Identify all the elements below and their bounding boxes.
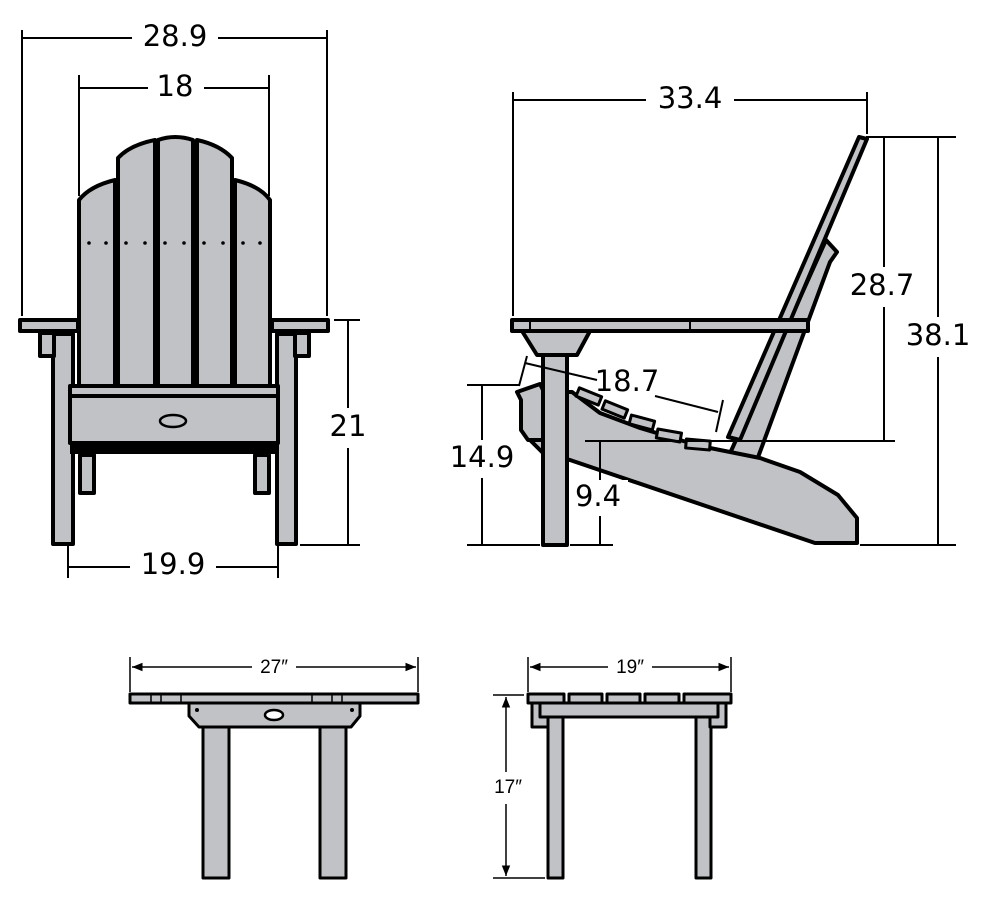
left-arm-bracket — [38, 331, 56, 358]
dimension-back-width: 18 — [78, 69, 270, 196]
dimension-label: 14.9 — [450, 440, 515, 474]
side-runner — [525, 390, 859, 545]
seat-slats — [574, 386, 712, 452]
right-armrest — [270, 318, 330, 333]
table-leg — [694, 715, 713, 880]
dimension-label: 28.7 — [850, 268, 915, 302]
table-side-view: 19″ 17″ — [493, 657, 733, 880]
dimension-label: 27″ — [260, 657, 288, 678]
rear-left-leg — [78, 453, 96, 495]
dimension-seat-width: 19.9 — [67, 546, 279, 584]
back-slat — [116, 138, 157, 388]
dimension-label: 19″ — [616, 657, 644, 678]
table-front-view: 27″ — [128, 657, 420, 880]
front-leg — [541, 350, 569, 547]
dimension-table-width: 27″ — [129, 657, 419, 692]
table-top-seams — [150, 694, 343, 703]
dimension-arm-height: 21 — [300, 319, 372, 546]
table-leg — [201, 725, 231, 880]
handle-hole — [158, 413, 188, 429]
dimension-label: 33.4 — [658, 81, 723, 115]
dimension-label: 18.7 — [595, 364, 660, 398]
dimension-label: 38.1 — [906, 318, 971, 352]
table-leg — [318, 725, 348, 880]
seat-lower-rail — [70, 443, 278, 454]
table-top-slats — [526, 692, 733, 705]
dimension-label: 18 — [157, 69, 194, 103]
dimension-table-depth: 19″ — [527, 657, 732, 692]
dimension-seat-depth: 18.7 — [518, 355, 724, 433]
table-apron — [538, 701, 720, 719]
dimension-label: 17″ — [494, 777, 522, 798]
armrest — [510, 318, 810, 333]
screw-row — [87, 241, 262, 245]
dimension-seat-front-height: 14.9 — [444, 384, 540, 546]
rear-right-leg — [253, 453, 271, 495]
dimension-label: 21 — [330, 409, 367, 443]
back-slat — [77, 178, 117, 388]
right-arm-bracket — [293, 331, 311, 358]
dimension-overall-width: 28.9 — [21, 19, 328, 316]
arm-support — [520, 329, 592, 357]
back-slat — [233, 178, 272, 388]
dimension-overall-depth: 33.4 — [512, 81, 868, 316]
left-armrest — [18, 318, 80, 333]
handle-hole — [263, 708, 285, 722]
table-leg — [546, 715, 565, 880]
table-top — [128, 692, 420, 705]
dimension-seat-rear-height: 9.4 — [570, 440, 895, 546]
dimension-label: 28.9 — [143, 19, 208, 53]
chair-front-view: 28.9 18 21 19.9 — [18, 19, 372, 584]
dimension-back-height: 28.7 — [844, 136, 956, 441]
chair-side-view: 33.4 18.7 14.9 9.4 28.7 — [444, 81, 980, 547]
dimension-overall-height: 38.1 — [860, 137, 980, 546]
dimension-table-height: 17″ — [493, 694, 545, 879]
dimension-label: 19.9 — [141, 547, 206, 581]
dimension-label: 9.4 — [575, 479, 621, 513]
back-slat — [156, 135, 195, 388]
back-slat — [195, 138, 234, 388]
